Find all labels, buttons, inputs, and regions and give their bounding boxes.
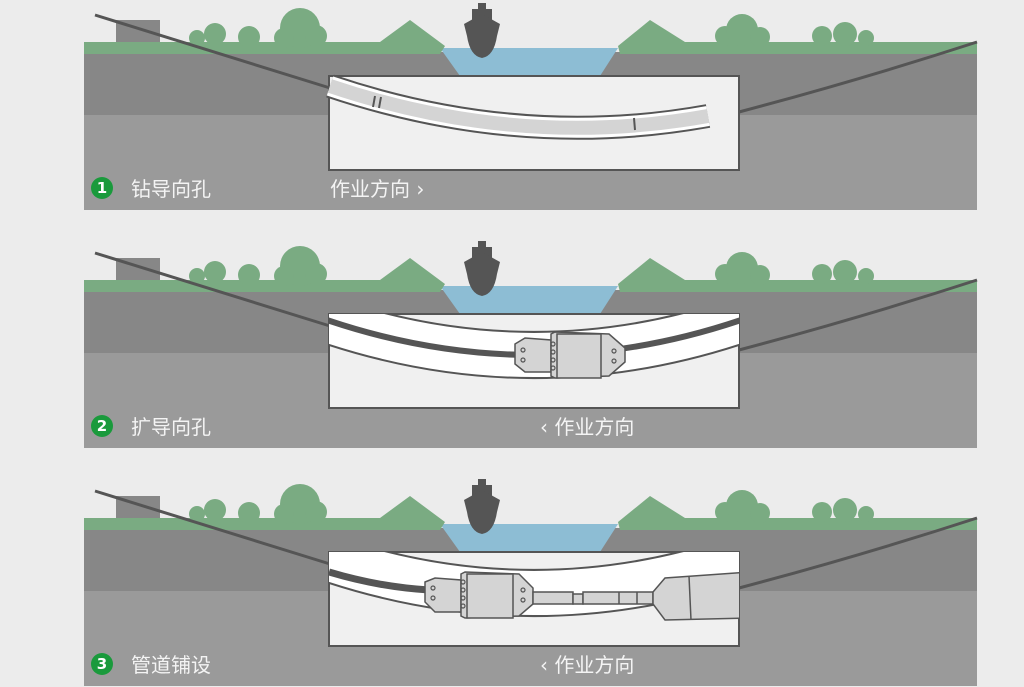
step-1-title: 钻导向孔 — [131, 177, 211, 201]
step-3-badge: 3 — [91, 653, 113, 675]
step-1-badge: 1 — [91, 177, 113, 199]
step-1-direction: 作业方向 › — [330, 177, 425, 201]
step-3-direction: ‹ 作业方向 — [540, 653, 635, 677]
step-3-scene — [82, 477, 979, 687]
step-2-direction: ‹ 作业方向 — [540, 415, 635, 439]
step-3-title: 管道铺设 — [131, 653, 211, 677]
step-2-badge: 2 — [91, 415, 113, 437]
step-1-scene — [82, 1, 979, 212]
step-2-title: 扩导向孔 — [131, 415, 211, 439]
step-2-scene — [82, 239, 979, 450]
